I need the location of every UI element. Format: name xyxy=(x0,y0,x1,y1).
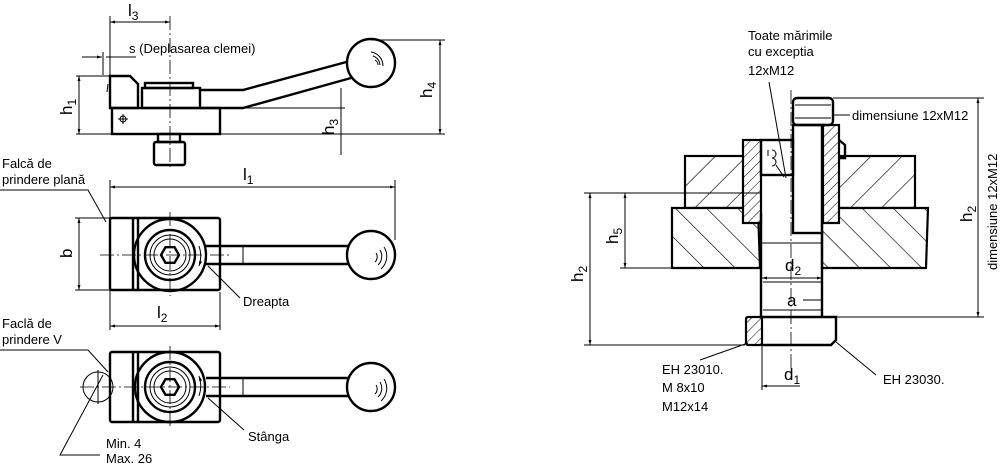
flat-jaw-label-line1: Falcă de xyxy=(2,156,52,171)
clamp-base xyxy=(110,106,222,136)
rotation-right-label: Dreapta xyxy=(243,294,290,309)
lever-ball-knob-top xyxy=(345,229,397,281)
note-line2: cu exceptia xyxy=(748,44,815,59)
lever-ball-knob xyxy=(345,37,397,89)
rotation-left-label: Stânga xyxy=(248,429,290,444)
part-eh23010-size1: M 8x10 xyxy=(662,380,705,395)
note-line3: 12xM12 xyxy=(748,63,794,78)
lever-handle xyxy=(200,59,351,92)
top-view-v-jaw: Faclă de prindere V Min. 4 Max. 26 Stâng… xyxy=(0,316,397,465)
part-eh23010-size2: M12x14 xyxy=(662,399,708,414)
l1-label: l1 xyxy=(243,165,254,187)
a-label: a xyxy=(787,291,797,310)
rotation-arrow-right-icon xyxy=(198,245,203,267)
nut-section xyxy=(744,315,764,347)
l3-label: l3 xyxy=(128,1,139,23)
min-label: Min. 4 xyxy=(106,436,141,451)
clamp-bolt xyxy=(152,140,187,167)
h3-label: h3 xyxy=(319,119,341,135)
d1-label: d1 xyxy=(784,365,800,387)
bolt-head xyxy=(791,96,835,127)
s-clamp-travel-label: s (Deplasarea clemei) xyxy=(129,41,255,56)
section-view: Toate mărimile cu exceptia 12xM12 xyxy=(568,28,1000,414)
h4-label: h4 xyxy=(417,82,439,98)
t-nut xyxy=(762,315,838,347)
rotation-arrow-left-icon xyxy=(198,375,203,397)
d2-label: d2 xyxy=(785,256,801,278)
bushing-left xyxy=(741,138,763,225)
v-jaw-label-line1: Faclă de xyxy=(2,316,52,331)
h2-right-label: h2 xyxy=(957,206,979,222)
l2-label: l2 xyxy=(157,303,168,325)
h1-label: h1 xyxy=(57,99,79,115)
upper-plate-right xyxy=(836,154,917,210)
h2-left-label: h2 xyxy=(568,266,590,282)
bolt-shank xyxy=(791,123,824,235)
hex-socket-icon xyxy=(159,378,181,396)
top-view-flat-jaw: Falcă de prindere plană l1 Dreapta b l2 xyxy=(0,156,397,330)
lever-ball-knob-top-v xyxy=(345,361,397,413)
note-line1: Toate mărimile xyxy=(748,28,833,43)
upper-plate-left xyxy=(683,154,747,210)
max-label: Max. 26 xyxy=(106,451,152,465)
flat-jaw-label-line2: prindere plană xyxy=(2,172,86,187)
bolt-size-label: dimensiune 12xM12 xyxy=(852,108,968,123)
part-eh23010-label: EH 23010. xyxy=(662,362,723,377)
part-eh23030-label: EH 23030. xyxy=(883,372,944,387)
h5-label: h5 xyxy=(603,228,625,244)
side-view: l3 s (Deplasarea clemei) h1 h3 h4 xyxy=(57,1,445,170)
clamp-body xyxy=(140,86,202,110)
bushing-right xyxy=(821,123,841,225)
clamp-jaw xyxy=(108,74,140,110)
vertical-size-label: dimensiune 12xM12 xyxy=(985,154,1000,270)
b-label: b xyxy=(57,249,76,258)
v-jaw-label-line2: prindere V xyxy=(2,332,62,347)
